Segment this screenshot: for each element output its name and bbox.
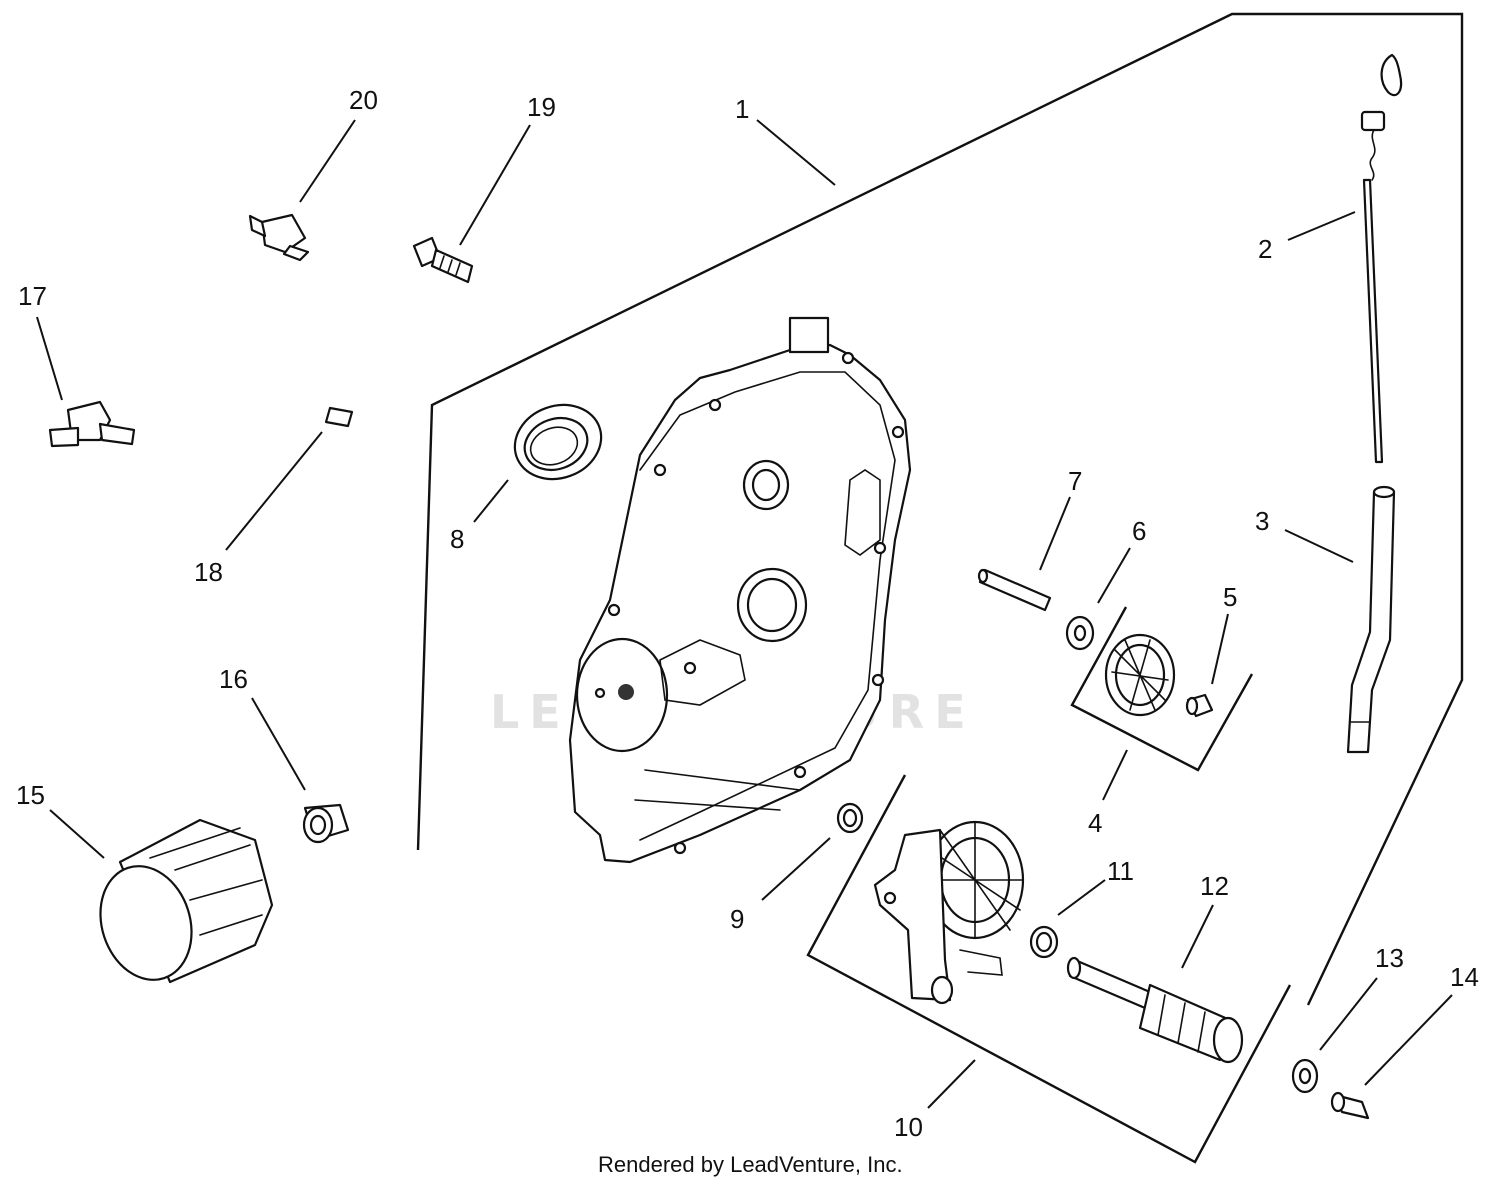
leader-14 (1364, 994, 1453, 1086)
leader-18 (225, 431, 323, 551)
callout-1: 1 (735, 94, 749, 124)
pressure-switch-part (248, 213, 310, 262)
gear-part (1104, 633, 1176, 717)
assembly-boundary-oil-pump (806, 774, 1292, 1164)
leader-3 (1284, 529, 1354, 563)
leader-5 (1211, 613, 1229, 685)
oil-filter-part (99, 818, 274, 984)
leader-8 (473, 479, 509, 523)
credit-text: Rendered by LeadVenture, Inc. (598, 1152, 903, 1177)
dipstick-part (1360, 53, 1403, 464)
closure-plate-part (568, 316, 912, 864)
leader-6 (1097, 547, 1131, 604)
callout-8: 8 (450, 524, 464, 554)
callout-13: 13 (1375, 943, 1404, 973)
callout-17: 17 (18, 281, 47, 311)
callout-16: 16 (219, 664, 248, 694)
callout-2: 2 (1258, 234, 1272, 264)
assembly-boundary-gear (1070, 606, 1254, 772)
leader-17 (36, 316, 63, 401)
assembly-boundary-closure-plate (416, 12, 1464, 1006)
callout-12: 12 (1200, 871, 1229, 901)
bolt-part (412, 236, 474, 284)
set-screw-part (324, 406, 354, 428)
callout-11: 11 (1107, 856, 1134, 886)
callout-14: 14 (1450, 962, 1479, 992)
pin-part (977, 568, 1052, 612)
leader-16 (251, 697, 306, 791)
leader-1 (756, 119, 836, 186)
elbow-fitting-part (48, 400, 136, 448)
washer-part-13 (1291, 1058, 1319, 1094)
leader-11 (1057, 879, 1106, 916)
leader-9 (761, 837, 831, 901)
callout-5: 5 (1223, 582, 1237, 612)
oil-pump-part (873, 820, 1025, 1005)
leader-20 (299, 119, 356, 203)
callout-6: 6 (1132, 516, 1146, 546)
callout-10: 10 (894, 1112, 923, 1142)
washer-part-6 (1065, 615, 1095, 651)
leader-15 (49, 809, 105, 859)
callout-19: 19 (527, 92, 556, 122)
dipstick-tube-part (1346, 485, 1396, 754)
leader-4 (1102, 749, 1128, 801)
leader-2 (1287, 211, 1356, 241)
oil-seal-part (513, 403, 603, 481)
callout-labels: 1 2 3 4 5 6 7 8 9 10 11 12 13 14 15 16 1… (16, 85, 1479, 1142)
leader-12 (1181, 904, 1214, 969)
gear-screw-part (1185, 693, 1214, 718)
leader-13 (1319, 977, 1378, 1051)
leader-19 (459, 124, 531, 246)
callout-9: 9 (730, 904, 744, 934)
drain-plug-part (1330, 1091, 1370, 1120)
filter-adapter-part (302, 803, 350, 844)
leader-7 (1039, 496, 1071, 571)
o-ring-part-11 (1029, 925, 1059, 959)
callout-3: 3 (1255, 506, 1269, 536)
o-ring-part-9 (836, 802, 864, 834)
callout-4: 4 (1088, 808, 1102, 838)
pickup-part (1066, 956, 1244, 1064)
callout-7: 7 (1068, 466, 1082, 496)
callout-18: 18 (194, 557, 223, 587)
leader-lines (36, 119, 1453, 1109)
leader-10 (927, 1059, 976, 1109)
callout-20: 20 (349, 85, 378, 115)
callout-15: 15 (16, 780, 45, 810)
